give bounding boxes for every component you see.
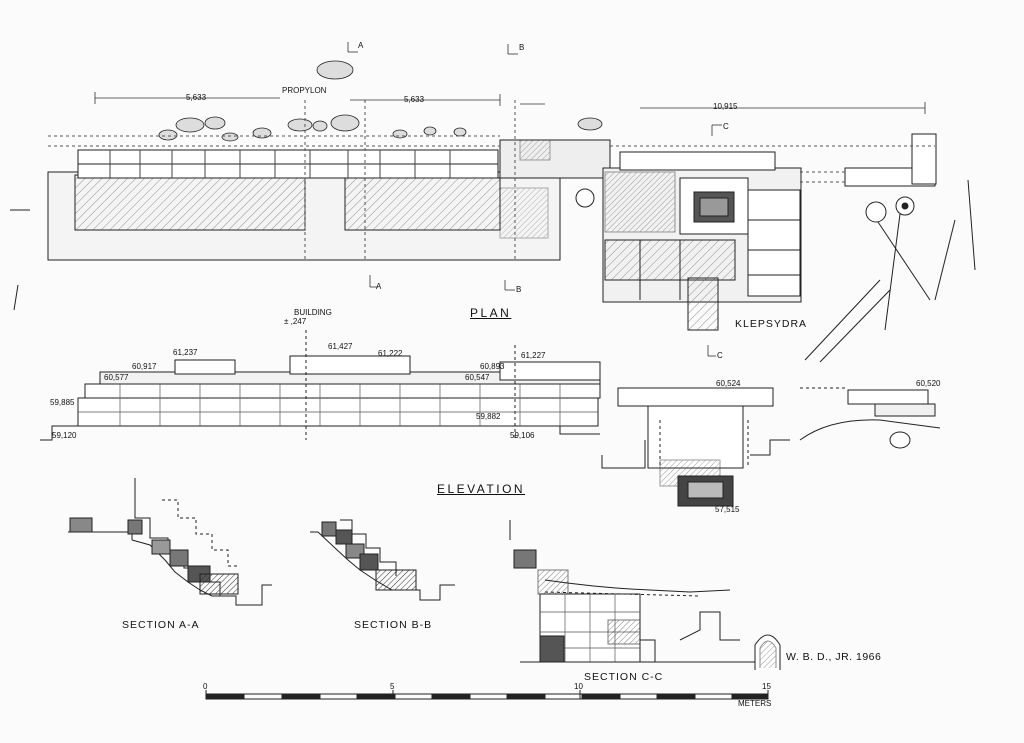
- section-marker-c-bottom: C: [717, 351, 723, 360]
- scale-tick-0: 0: [203, 682, 208, 691]
- level-61222: 61,222: [378, 349, 403, 358]
- signature: W. B. D., JR. 1966: [786, 651, 882, 663]
- klepsydra-label: KLEPSYDRA: [735, 318, 808, 330]
- section-bb-drawing: [310, 519, 455, 601]
- plan-title: PLAN: [470, 306, 512, 320]
- level-60893: 60,893: [480, 362, 505, 371]
- dimension-left: 5,633: [186, 93, 207, 102]
- level-60547: 60,547: [465, 373, 490, 382]
- level-61237: 61,237: [173, 348, 198, 357]
- section-marker-b-top: B: [519, 43, 525, 52]
- elevation-title: ELEVATION: [437, 482, 526, 496]
- scale-tick-5: 5: [390, 682, 395, 691]
- elevation-drawing: [40, 330, 941, 507]
- level-59120: 59,120: [52, 431, 77, 440]
- section-aa-drawing: [68, 478, 272, 606]
- section-cc-drawing: [509, 520, 781, 670]
- level-59882: 59,882: [476, 412, 501, 421]
- section-marker-c-top: C: [723, 122, 729, 131]
- section-marker-a-top: A: [358, 41, 364, 50]
- level-60917: 60,917: [132, 362, 157, 371]
- section-cc-label: SECTION C-C: [584, 671, 664, 683]
- level-60524: 60,524: [716, 379, 741, 388]
- scale-bar: [205, 690, 769, 700]
- level-59106: 59,106: [510, 431, 535, 440]
- scale-tick-15: 15: [762, 682, 771, 691]
- level-61227: 61,227: [521, 351, 546, 360]
- section-marker-b-bottom: B: [516, 285, 522, 294]
- section-aa-label: SECTION A-A: [122, 619, 200, 631]
- dimension-middle: 5,633: [404, 95, 425, 104]
- level-60520: 60,520: [916, 379, 941, 388]
- level-61427: 61,427: [328, 342, 353, 351]
- level-60577: 60,577: [104, 373, 129, 382]
- level-59885: 59,885: [50, 398, 75, 407]
- section-marker-a-bottom: A: [376, 282, 382, 291]
- section-bb-label: SECTION B-B: [354, 619, 433, 631]
- propylon-label: PROPYLON: [282, 86, 327, 95]
- scale-tick-10: 10: [574, 682, 583, 691]
- building-level: ± ,247: [284, 317, 307, 326]
- dimension-right: 10,915: [713, 102, 738, 111]
- level-57515: 57,515: [715, 505, 740, 514]
- scale-unit: METERS: [738, 699, 772, 708]
- plan-drawing: [10, 42, 976, 363]
- building-label: BUILDING: [294, 308, 332, 317]
